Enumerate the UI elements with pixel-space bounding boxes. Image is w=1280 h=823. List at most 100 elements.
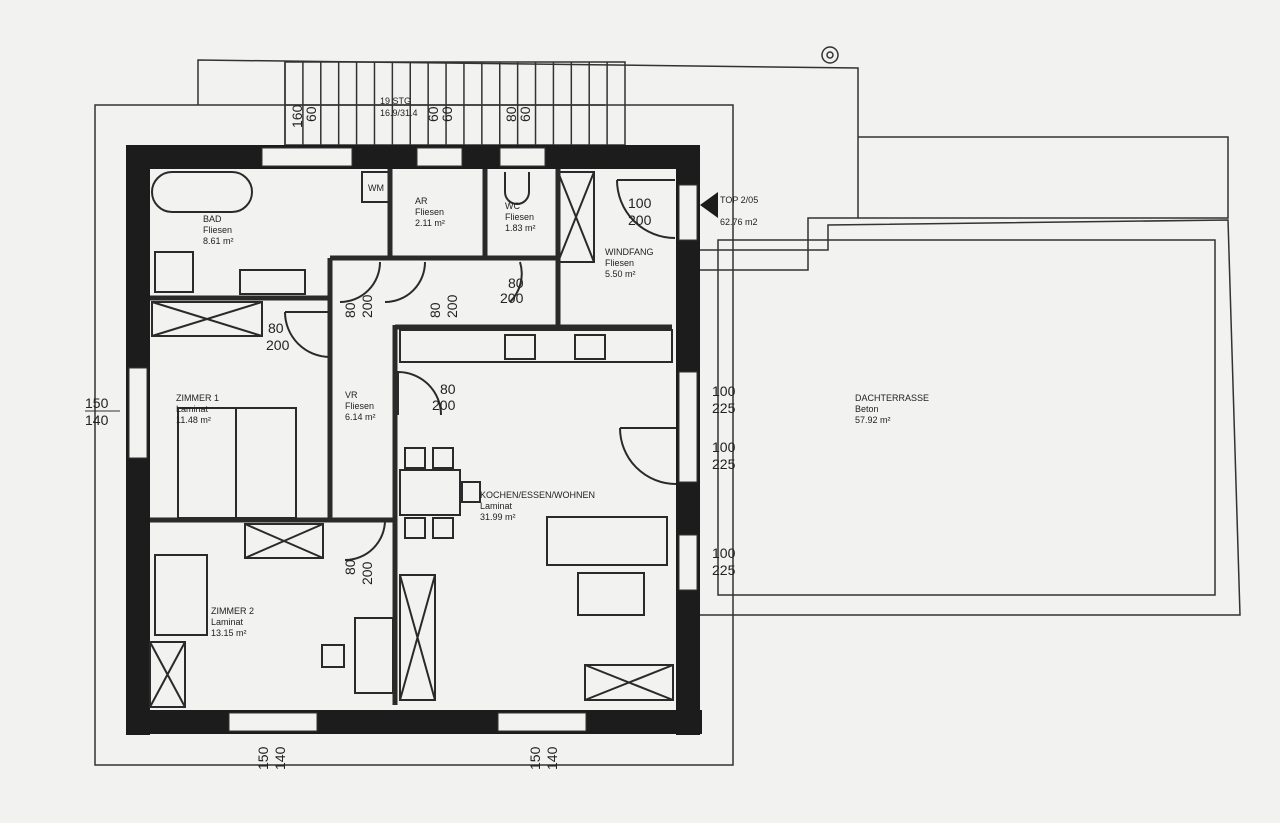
room-wohnen: KOCHEN/ESSEN/WOHNEN Laminat 31.99 m² [480,490,595,522]
wardrobe-windfang [557,171,595,263]
room-floor: Fliesen [505,212,534,222]
dim: 225 [712,562,736,578]
room-ar: AR Fliesen 2.11 m² [415,196,445,228]
room-name: ZIMMER 1 [176,393,219,403]
room-floor: Laminat [480,501,513,511]
upper-terrace-outline [858,136,1229,219]
kitchen-counter [399,329,673,363]
room-area: 5.50 m² [605,269,636,279]
dim: 200 [359,561,375,585]
coffee-table-icon [577,572,645,616]
dim: 100 [712,545,736,561]
dim: 200 [500,290,524,306]
room-area: 57.92 m² [855,415,891,425]
room-name: DACHTERRASSE [855,393,929,403]
doors [284,179,677,561]
room-name: AR [415,196,428,206]
north-marker-icon [821,46,839,64]
room-floor: Laminat [176,404,209,414]
dim: 150 [85,395,109,411]
room-vr: VR Fliesen 6.14 m² [345,390,376,422]
room-area: 8.61 m² [203,236,234,246]
dim: 225 [712,400,736,416]
room-zimmer1: ZIMMER 1 Laminat 11.48 m² [176,393,219,425]
living-door [397,370,442,416]
sideboard [584,664,674,701]
desk-icon [354,617,394,694]
wardrobe-living [399,574,436,701]
room-name: WINDFANG [605,247,654,257]
room-area: 1.83 m² [505,223,536,233]
room-area: 2.11 m² [415,218,445,228]
unit-area: 62.76 m2 [720,217,758,227]
room-area: 6.14 m² [345,412,376,422]
dim: 200 [432,397,456,413]
room-terrasse: DACHTERRASSE Beton 57.92 m² [855,393,929,425]
dim: 60 [517,106,533,122]
dim: 200 [359,294,375,318]
dim: 200 [444,294,460,318]
dim: 225 [712,456,736,472]
dim: 80 [508,275,524,291]
stove-icon [574,334,606,360]
room-wc: WC Fliesen 1.83 m² [505,201,536,233]
entrance-arrow-icon [700,192,718,218]
room-name: ZIMMER 2 [211,606,254,616]
wardrobe-zimmer1 [151,301,263,337]
room-name: KOCHEN/ESSEN/WOHNEN [480,490,595,500]
sink-icon [239,269,306,295]
room-floor: Fliesen [605,258,634,268]
furniture [149,171,674,708]
room-area: 13.15 m² [211,628,247,638]
room-floor: Beton [855,404,879,414]
room-bad: BAD Fliesen 8.61 m² [203,214,234,246]
dim: 60 [439,106,455,122]
dining-table-icon [399,469,461,516]
terrace-door [619,427,677,485]
dim: 160 [289,104,305,128]
dim: 80 [503,106,519,122]
dim: 80 [427,302,443,318]
dim: 100 [712,383,736,399]
dim: 80 [342,559,358,575]
terrace-inner-outline [717,239,1216,596]
dim: 60 [425,106,441,122]
cabinet-zimmer2 [149,641,186,708]
chair-icon [321,644,345,668]
dim: 150 [527,746,543,770]
dim: 140 [85,412,109,428]
stairs-sub: 16.9/31.4 [380,108,418,118]
dim: 100 [628,195,652,211]
dim: 80 [440,381,456,397]
dimension-labels: 100 200 80 200 80 200 100 225 100 225 10… [85,195,736,770]
room-name: WC [505,201,520,211]
single-bed-icon [154,554,208,636]
room-floor: Fliesen [203,225,232,235]
terrace-outer-outline [700,219,1241,616]
room-windfang: WINDFANG Fliesen 5.50 m² [605,247,654,279]
room-name: BAD [203,214,222,224]
dim: 200 [266,337,290,353]
entrance-door [616,179,676,239]
washing-machine-icon [361,171,391,203]
room-area: 11.48 m² [176,415,211,425]
room-name: VR [345,390,358,400]
sofa-icon [546,516,668,566]
room-floor: Fliesen [345,401,374,411]
dim: 200 [628,212,652,228]
wm-label: WM [368,183,384,193]
dim: 80 [268,320,284,336]
dim: 140 [544,746,560,770]
room-floor: Fliesen [415,207,444,217]
toilet-icon [504,172,530,205]
dim: 100 [712,439,736,455]
wardrobe-zimmer2 [244,523,324,559]
room-floor: Laminat [211,617,244,627]
dim: 140 [272,746,288,770]
staircase: 19 STG 16.9/31.4 160 60 60 60 80 60 [284,61,626,146]
shower-icon [154,251,194,293]
dim: 60 [303,106,319,122]
room-area: 31.99 m² [480,512,516,522]
bathtub-icon [151,171,253,213]
